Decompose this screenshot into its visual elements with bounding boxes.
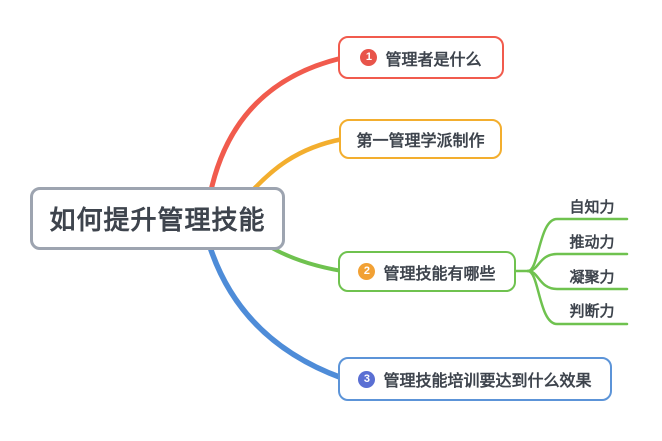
branch-node-which-skills[interactable]: 2 管理技能有哪些 [338,251,516,292]
branch-label: 第一管理学派制作 [356,133,485,150]
edge-central-to-branch2 [250,136,346,193]
branch-node-author-credit[interactable]: 第一管理学派制作 [339,119,502,159]
edge-central-to-branch4 [207,244,345,381]
subtopic-judgment[interactable]: 判断力 [569,303,615,320]
central-topic-node[interactable]: 如何提升管理技能 [30,187,285,250]
number-3-badge-icon: 3 [358,370,376,388]
subtopic-self-awareness[interactable]: 自知力 [569,199,615,216]
edge-central-to-branch1 [207,55,345,198]
central-topic-label: 如何提升管理技能 [49,205,266,235]
branch-label: 管理技能培训要达到什么效果 [383,373,592,390]
branch-label: 管理技能有哪些 [383,265,496,283]
branch-label: 管理者是什么 [385,51,482,69]
branch-node-training-effect[interactable]: 3 管理技能培训要达到什么效果 [338,357,612,401]
edge-branch3-to-sub4 [526,269,629,326]
number-1-badge-icon: 1 [360,49,378,66]
number-2-badge-icon: 2 [358,263,376,280]
subtopic-cohesion[interactable]: 凝聚力 [569,269,615,286]
subtopic-drive[interactable]: 推动力 [569,234,615,251]
branch-node-what-is-manager[interactable]: 1 管理者是什么 [338,36,504,79]
edge-central-to-branch3 [270,246,344,273]
